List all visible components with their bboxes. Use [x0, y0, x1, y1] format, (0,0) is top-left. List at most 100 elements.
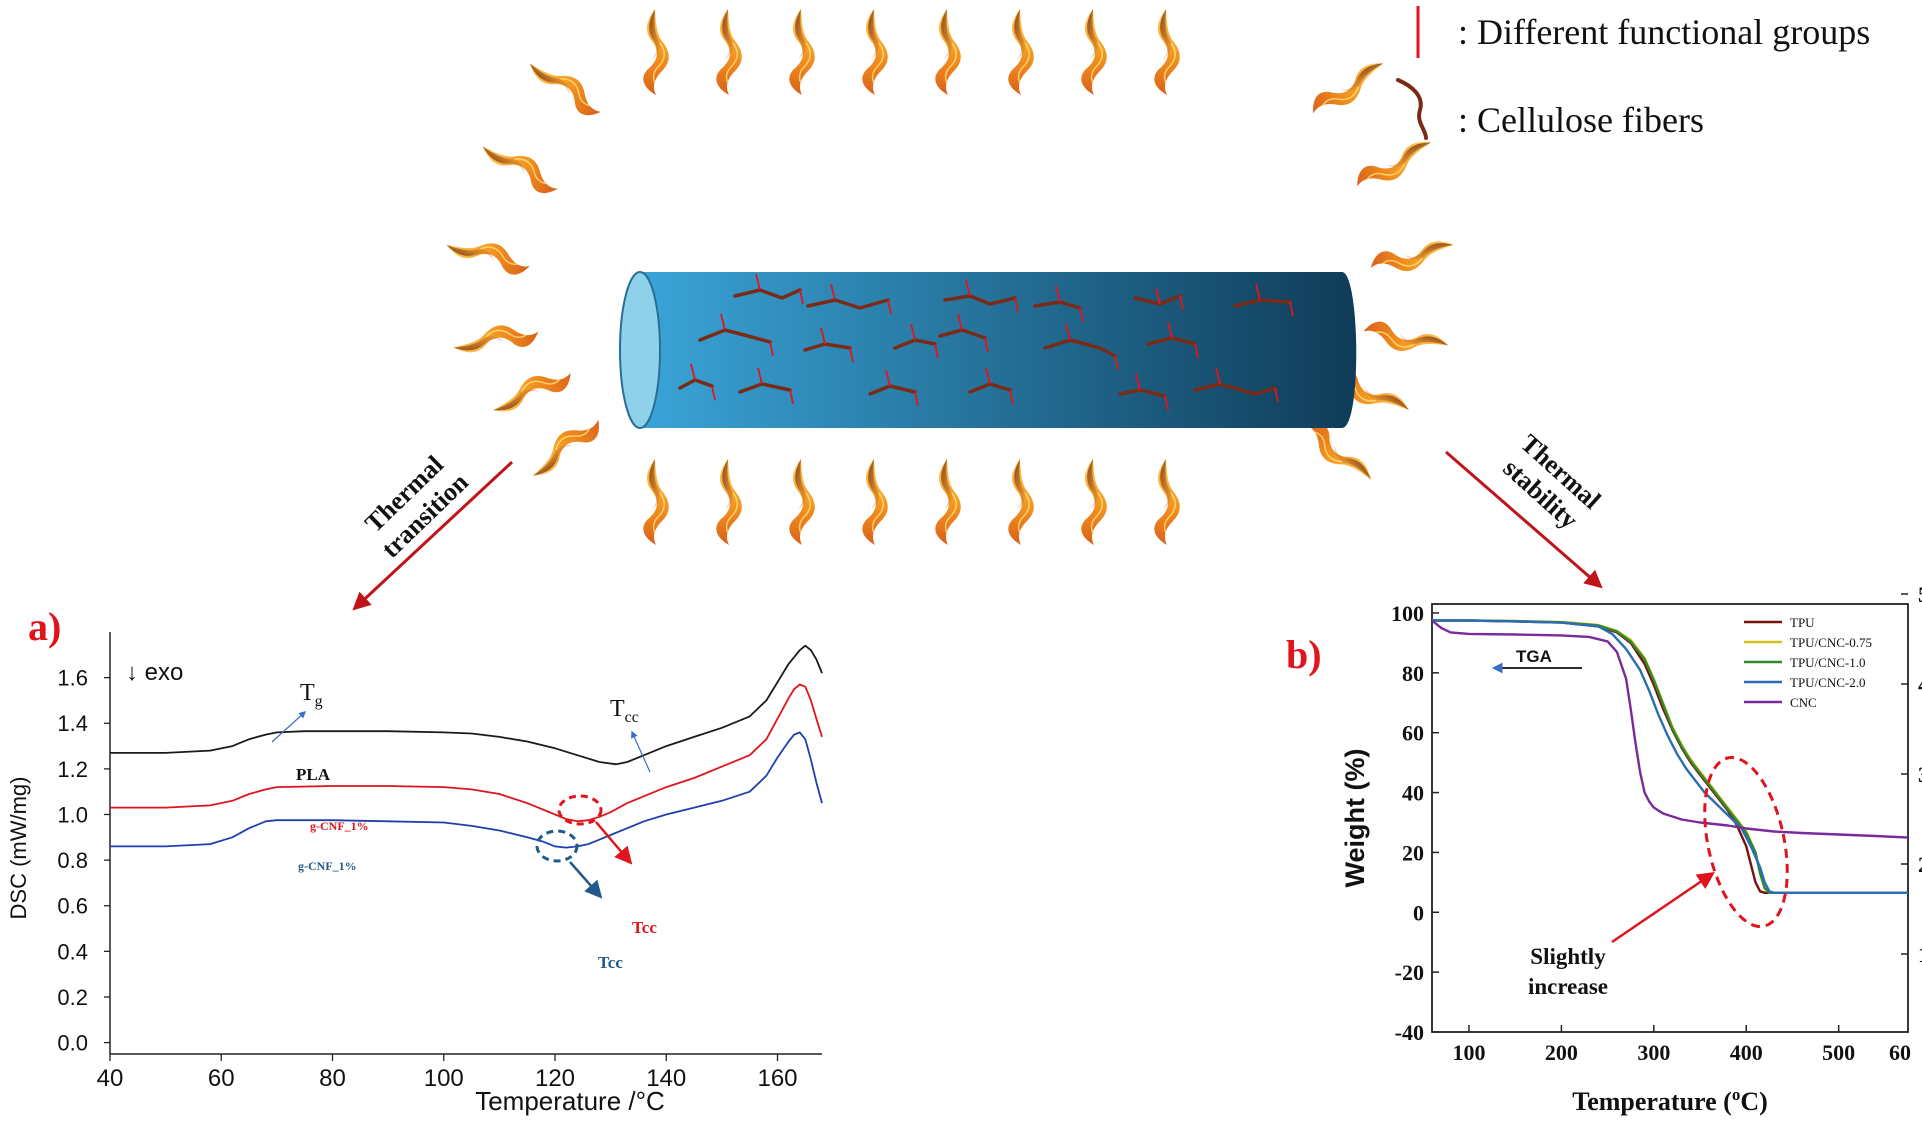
functional-group-end-11	[1194, 343, 1199, 359]
blue-series-label: g-CNF_1%	[298, 859, 357, 873]
dsc-y-ticks: 0.00.20.40.60.81.01.21.41.6	[57, 666, 110, 1056]
functional-group-5	[1255, 283, 1261, 301]
tg-arrow	[271, 711, 307, 743]
tga-x-tick-label: 500	[1822, 1040, 1855, 1065]
tga-series-line-3	[1432, 619, 1908, 894]
functional-group-11	[1167, 321, 1173, 339]
tga-y-label: Weight (%)	[1340, 749, 1370, 888]
functional-group-end-3	[1079, 307, 1084, 323]
cylinder-end-cap	[619, 271, 661, 429]
fiber-1	[806, 298, 890, 310]
functional-group-17	[1215, 367, 1221, 385]
functional-group-end-4	[1179, 295, 1184, 311]
tga-series-line-4	[1431, 619, 1909, 839]
flame-icon-14	[1080, 458, 1108, 546]
flame-icon-13	[1007, 458, 1035, 546]
tga-y-tick-label: 20	[1402, 840, 1424, 865]
tcc-arrow	[631, 730, 651, 773]
dsc-x-label: Temperature /°C	[475, 1086, 665, 1116]
flame-icon-23	[1350, 131, 1439, 199]
red-tcc-circle	[557, 794, 603, 826]
tga-right-tick-label: 3	[1918, 762, 1922, 787]
tga-x-tick-label: 200	[1545, 1040, 1578, 1065]
dsc-x-tick-label: 120	[535, 1065, 575, 1092]
flame-icon-24	[1366, 232, 1458, 282]
tga-right-tick-label: 5	[1918, 582, 1922, 607]
functional-group-13	[757, 367, 763, 385]
functional-group-end-13	[789, 389, 794, 405]
tga-y-tick-label: 40	[1402, 781, 1424, 806]
arrow-thermal-transition: Thermal transition	[352, 450, 514, 611]
tcc-label: Tcc	[610, 696, 639, 726]
annotation-line2: increase	[1528, 974, 1608, 999]
tga-y-tick-label: -20	[1395, 960, 1424, 985]
dsc-x-tick-label: 60	[208, 1065, 235, 1092]
cylinder-body	[640, 272, 1357, 428]
functional-group-1	[830, 283, 836, 301]
fiber-2	[943, 294, 1017, 306]
flame-icon-2	[788, 8, 816, 96]
flame-icon-8	[642, 458, 670, 546]
functional-group-2	[965, 279, 971, 297]
functional-group-end-6	[769, 341, 774, 357]
dsc-x-tick-label: 160	[757, 1065, 797, 1092]
dsc-x-tick-label: 140	[646, 1065, 686, 1092]
tga-legend-label-4: CNC	[1790, 695, 1817, 710]
dsc-series-line-2	[110, 731, 823, 849]
flame-icon-3	[861, 8, 889, 96]
legend-cellulose-fibers: : Cellulose fibers	[1458, 100, 1704, 140]
functional-group-end-7	[849, 347, 854, 363]
flame-icon-21	[523, 409, 608, 486]
flame-icon-10	[788, 458, 816, 546]
functional-group-8	[910, 323, 916, 341]
tga-x-tick-right: 60	[1889, 1040, 1911, 1065]
panel-label-b: b)	[1286, 632, 1322, 677]
flame-icon-19	[450, 318, 542, 360]
functional-group-12	[690, 363, 696, 381]
dsc-y-tick-label: 0.4	[57, 939, 88, 964]
tga-series-line-2	[1432, 619, 1908, 894]
flame-icon-11	[861, 458, 889, 546]
dsc-y-tick-label: 0.2	[57, 985, 88, 1010]
functional-group-14	[885, 369, 891, 387]
fiber-cylinder	[619, 271, 1357, 429]
red-tcc-label: Tcc	[632, 918, 657, 937]
functional-group-end-2	[1014, 297, 1019, 313]
legend-functional-groups: : Different functional groups	[1458, 12, 1870, 52]
dsc-y-tick-label: 1.6	[57, 666, 88, 691]
tg-label: Tg	[300, 680, 323, 710]
functional-group-10	[1065, 323, 1071, 341]
tga-y-tick-label: 100	[1391, 601, 1424, 626]
tga-legend-label-1: TPU/CNC-0.75	[1790, 635, 1872, 650]
flame-icon-12	[934, 458, 962, 546]
tga-y-tick-label: 80	[1402, 661, 1424, 686]
dsc-y-tick-label: 0.8	[57, 848, 88, 873]
functional-group-end-14	[914, 391, 919, 407]
cellulose-fiber-swatch	[1396, 78, 1428, 140]
functional-group-7	[820, 327, 826, 345]
functional-group-end-15	[1009, 389, 1014, 405]
red-tcc-arrow	[595, 821, 633, 865]
flame-icon-22	[1305, 53, 1392, 125]
fiber-6	[698, 328, 772, 344]
dsc-x-tick-label: 100	[424, 1065, 464, 1092]
dsc-series-line-0	[110, 644, 823, 766]
blue-tcc-arrow	[569, 861, 603, 899]
functional-group-6	[720, 313, 726, 331]
flame-icon-20	[486, 360, 577, 422]
flame-icon-18	[442, 230, 534, 280]
arrow-thermal-stability: Thermal stability	[1445, 429, 1606, 589]
functional-group-3	[1055, 285, 1061, 303]
red-series-label: g-CNF_1%	[310, 819, 369, 833]
flame-icon-25	[1360, 318, 1452, 360]
functional-group-16	[1135, 373, 1141, 391]
dsc-y-tick-label: 1.2	[57, 757, 88, 782]
functional-group-end-10	[1114, 355, 1119, 371]
dsc-exo-label: ↓ exo	[126, 659, 183, 686]
flame-icon-9	[715, 458, 743, 546]
dsc-x-tick-label: 40	[97, 1065, 124, 1092]
tga-label: TGA	[1516, 647, 1552, 666]
